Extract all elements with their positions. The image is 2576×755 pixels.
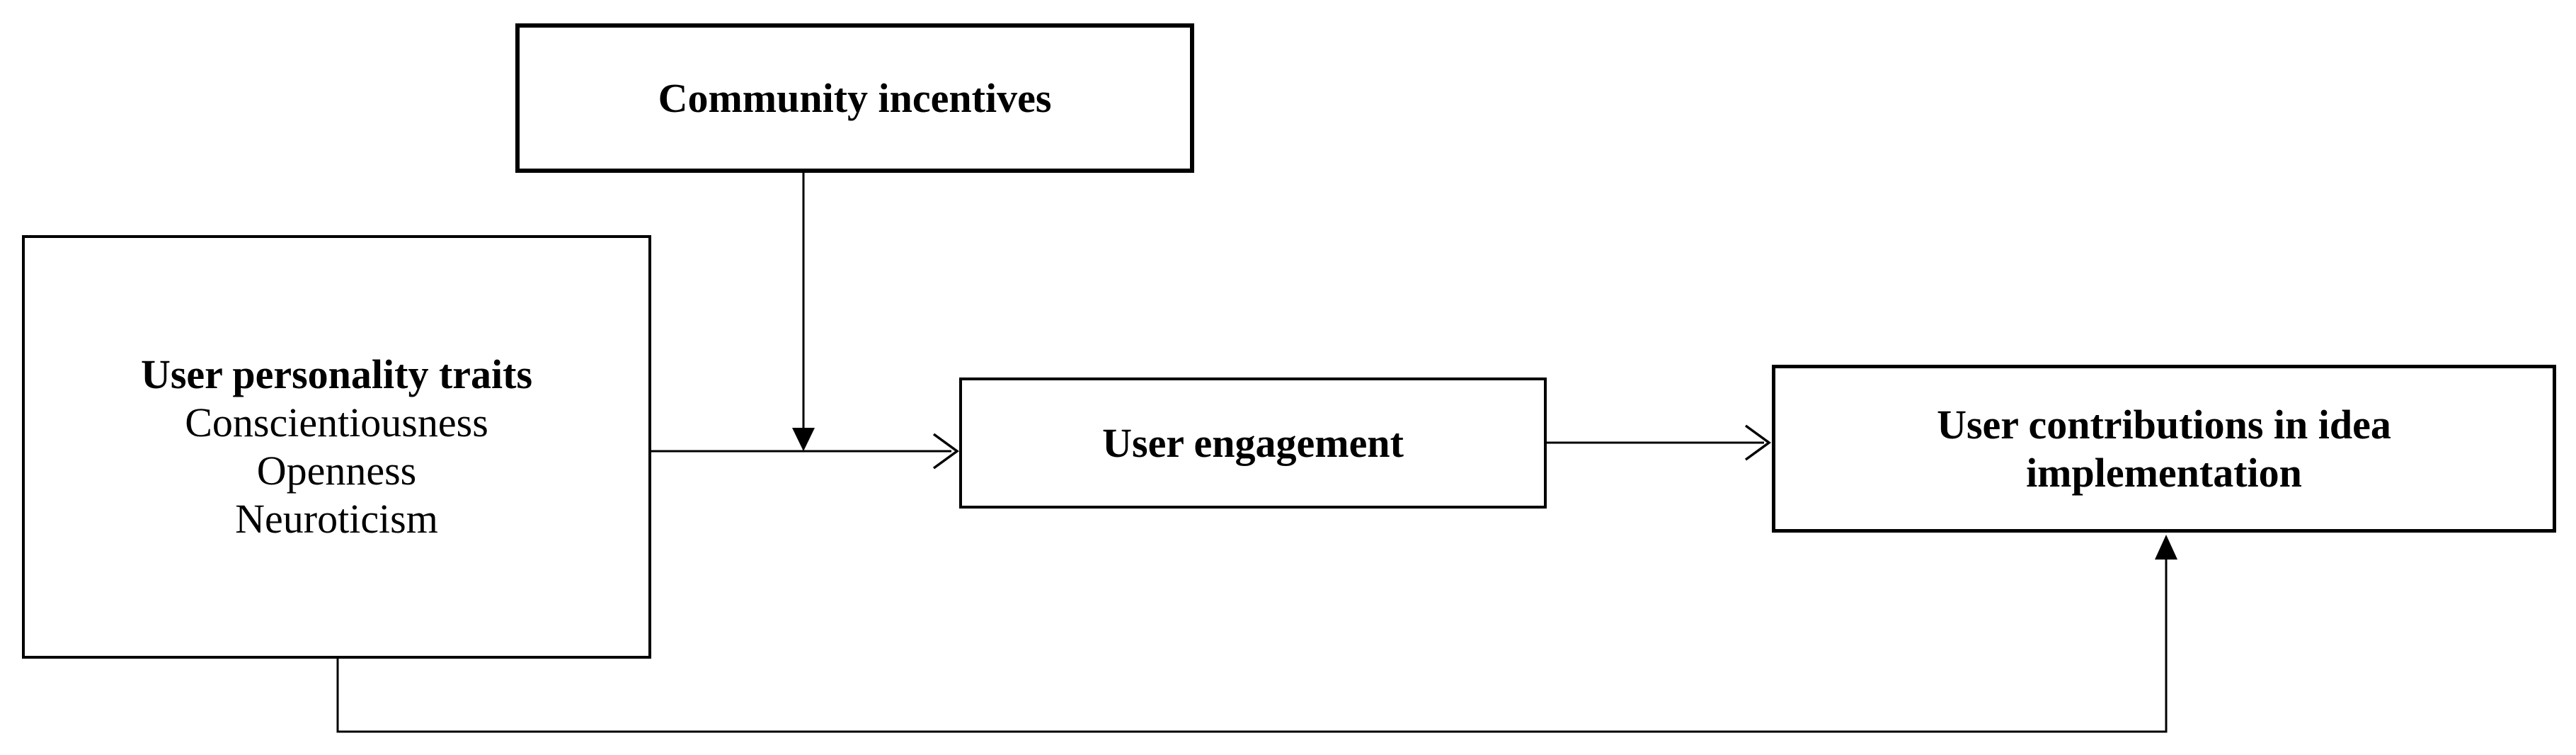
arrowhead-up-filled-triangle-icon [2155,535,2177,560]
personality-traits-title: User personality traits [140,351,533,397]
personality-trait-item: Openness [256,448,417,494]
user-contributions-label-line: User contributions in idea [1937,401,2391,448]
node-user-personality-traits: User personality traits Conscientiousnes… [22,235,651,659]
personality-trait-item: Neuroticism [235,496,438,542]
user-engagement-label: User engagement [1102,419,1404,466]
node-community-incentives: Community incentives [515,23,1194,173]
arrowhead-down-filled-triangle-icon [792,428,815,451]
edge-personality-to-contributions-feedback-line [336,560,2168,733]
arrowhead-right-open-chevron-icon [932,433,959,470]
node-user-engagement: User engagement [959,378,1547,509]
arrowhead-right-open-chevron-icon [1744,424,1771,461]
node-user-contributions: User contributions in idea implementatio… [1772,365,2556,533]
personality-trait-item: Conscientiousness [185,399,488,445]
user-contributions-label-line: implementation [2026,449,2302,496]
community-incentives-label: Community incentives [658,74,1052,121]
